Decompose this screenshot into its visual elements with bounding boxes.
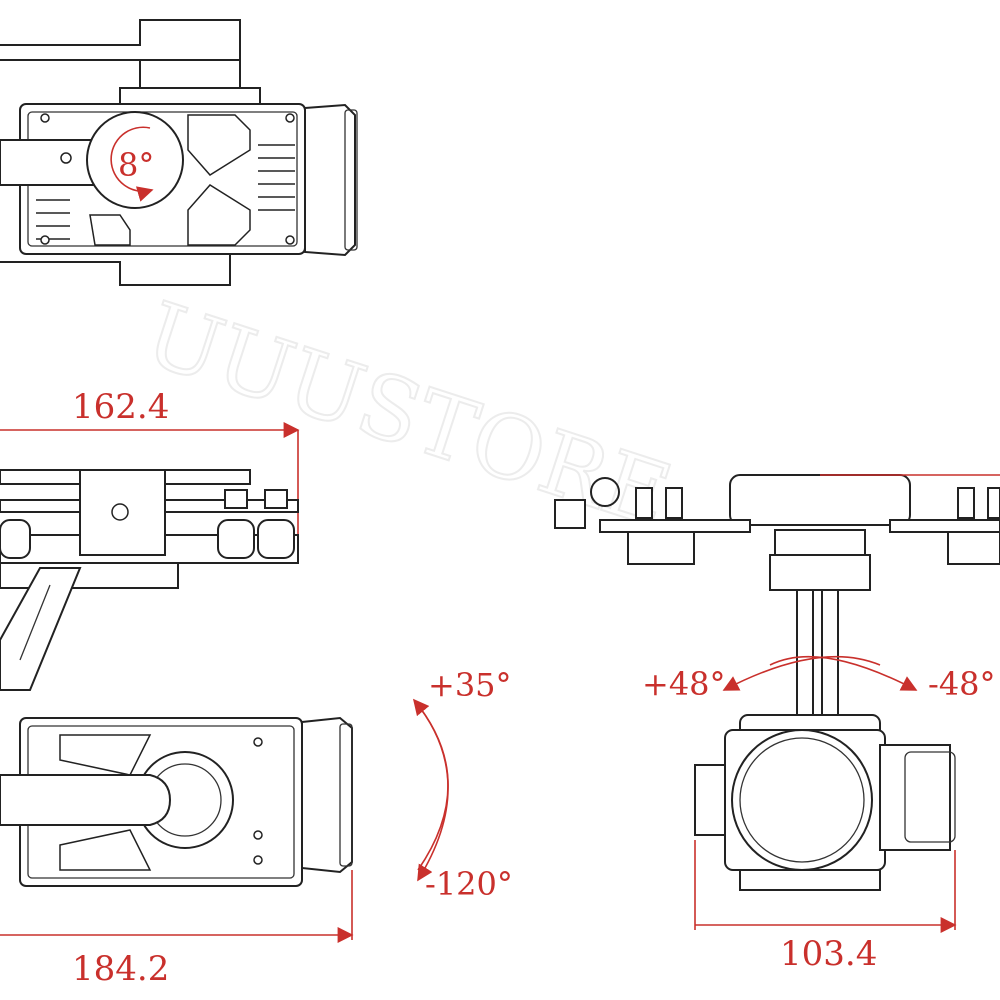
width-top-dimension: 162.4 [72, 387, 169, 427]
front-width-dimension: 103.4 [780, 934, 877, 974]
tilt-up-label: +35° [428, 666, 512, 704]
side-view: 162.4 [0, 387, 513, 989]
front-view: +48° -48° 103.4 [554, 474, 1000, 974]
top-view: 8° [0, 19, 358, 286]
tilt-down-label: -120° [425, 865, 513, 903]
width-bottom-dimension: 184.2 [72, 949, 169, 989]
roll-angle-label: 8° [118, 146, 154, 184]
pan-left-label: +48° [642, 665, 726, 703]
pan-right-label: -48° [928, 665, 996, 703]
